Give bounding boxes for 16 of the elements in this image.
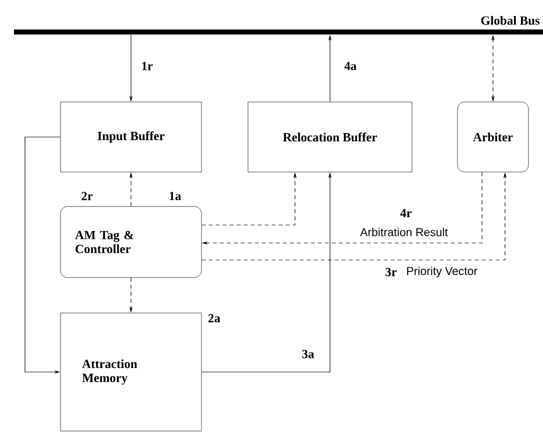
- memory-box: Attraction Memory: [60, 312, 202, 432]
- step-label: 2r: [80, 190, 94, 202]
- step-label: 3r: [384, 266, 398, 278]
- edge-label: 4a: [343, 60, 358, 72]
- buffer-box: Input Buffer: [60, 102, 202, 172]
- step-label: 2a: [208, 314, 220, 322]
- bus-label: Global Bus: [481, 16, 540, 25]
- arbiter-box: Arbiter: [457, 102, 529, 172]
- edge-label: 3a: [300, 348, 316, 360]
- step-label: 1a: [168, 190, 182, 202]
- buffer-box: Relocation Buffer: [248, 102, 412, 172]
- edge-label: Priority Vector: [405, 266, 479, 278]
- controller-box: AM Tag & Controller: [60, 206, 202, 278]
- step-label: 4r: [399, 208, 413, 218]
- edge-label: Arbitration Result: [359, 226, 449, 238]
- edge-label: 1r: [140, 60, 154, 72]
